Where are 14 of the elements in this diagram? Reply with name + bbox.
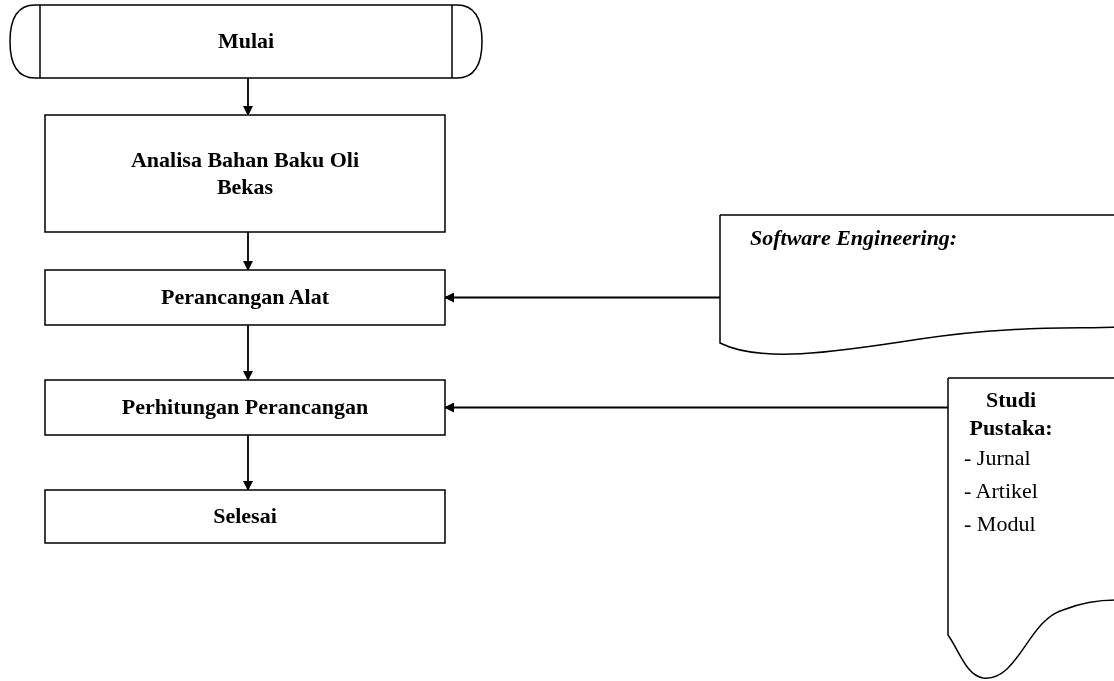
list-item: - Jurnal [964, 444, 1031, 472]
arrow [243, 231, 253, 271]
arrow [243, 434, 253, 491]
start-label: Mulai [217, 28, 275, 55]
process-label: Perhitungan Perancangan [121, 394, 369, 421]
process-label: Analisa Bahan Baku Oli Bekas [130, 147, 360, 200]
document-heading: Software Engineering: [750, 225, 958, 252]
list-item: - Modul [964, 509, 1036, 538]
end-label: Selesai [213, 503, 277, 530]
list-item: - Artikel [964, 476, 1038, 505]
process-label: Perancangan Alat [160, 284, 330, 311]
document-heading: Studi Pustaka: [968, 386, 1054, 441]
arrow [243, 77, 253, 116]
arrow [243, 324, 253, 381]
